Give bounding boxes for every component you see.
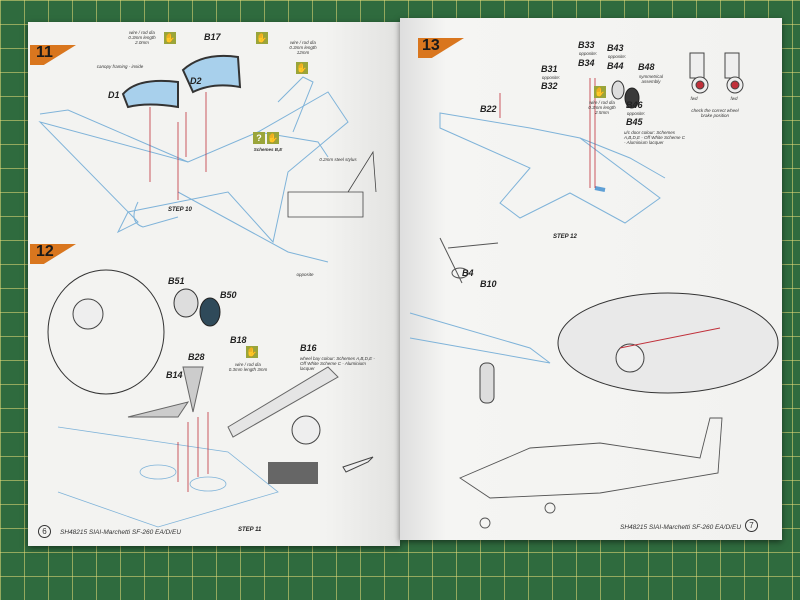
symmetrical-note: symmetrical assembly [638, 74, 663, 84]
gear-leg-drawing [127, 366, 339, 438]
part-label-b48: B48 [638, 62, 655, 72]
left-footer: SH48215 SIAI-Marchetti SF-260 EA/D/EU [60, 529, 182, 536]
hand-icon: ✋ [164, 32, 176, 44]
left-page: 11 B17 D1 D2 wire / rod dia 0.3mm length… [28, 22, 400, 546]
wire-note-1: wire / rod dia 0.3mm length 2.0mm [128, 30, 156, 45]
part-label-b34: B34 [578, 58, 595, 68]
step-10-caption: STEP 10 [168, 207, 192, 213]
part-label-b22: B22 [480, 104, 497, 114]
part-label-b44: B44 [607, 61, 624, 71]
brake-diagram [689, 52, 744, 94]
door-colour-note: u/c door colour: Schemes A,B,D,E - Off W… [624, 130, 686, 145]
opposite-label: opposite: [607, 54, 627, 59]
detail-circle [47, 269, 165, 395]
part-label-b32: B32 [541, 81, 558, 91]
part-label-b50: B50 [220, 290, 237, 300]
page-number-6: 6 [38, 525, 51, 538]
right-line-art [409, 52, 779, 529]
part-label-b46: B46 [626, 100, 643, 110]
wire-note-3: wire / rod dia 0.3mm length 3mm [228, 362, 268, 372]
schemes-note: Schemes B,E [253, 147, 283, 152]
aircraft-top-drawing [38, 76, 349, 263]
fwd-label: fwd [690, 96, 698, 101]
part-label-b14: B14 [166, 370, 183, 380]
mini-gear-base [268, 462, 318, 484]
step-12-caption: STEP 12 [553, 234, 577, 240]
question-icon: ? [253, 132, 265, 144]
wing-gear-drawing [409, 312, 551, 364]
hand-icon: ✋ [296, 62, 308, 74]
wire-note: wire / rod dia 0.3mm length 2.5mm [588, 100, 616, 115]
right-page: 13 B33 opposite: B34 B43 opposite: B44 B… [400, 18, 782, 540]
step-11-caption: STEP 11 [238, 527, 262, 533]
part-label-b18: B18 [230, 335, 247, 345]
part-label-b51: B51 [168, 276, 185, 286]
wheel-b48 [624, 87, 640, 109]
hand-icon: ✋ [267, 132, 279, 144]
part-label-b33: B33 [578, 40, 595, 50]
hand-icon: ✋ [246, 346, 258, 358]
tail-detail-drawing [287, 150, 377, 218]
part-label-b16: B16 [300, 343, 317, 353]
aircraft-side-drawing [459, 417, 723, 529]
part-label-b45: B45 [626, 117, 643, 127]
canopy-note: canopy framing - inside [96, 64, 144, 69]
part-label-b43: B43 [607, 43, 624, 53]
step-13-number: 13 [422, 37, 440, 54]
wheel-b50 [199, 297, 221, 327]
fwd-label: fwd [730, 96, 738, 101]
wing-underside-drawing [57, 426, 279, 528]
left-line-art [38, 54, 377, 528]
opposite-note: opposite [296, 272, 314, 277]
opposite-label: opposite: [578, 51, 598, 56]
wheel-bay-note: wheel bay colour: Schemes A,B,D,E - Off … [300, 356, 375, 371]
step-12-number: 12 [36, 243, 54, 260]
hand-icon: ✋ [256, 32, 268, 44]
part-label-d2: D2 [190, 76, 202, 86]
part-label-d1: D1 [108, 90, 120, 100]
page-number-7: 7 [745, 519, 758, 532]
right-footer: SH48215 SIAI-Marchetti SF-260 EA/D/EU [620, 524, 742, 531]
wheel-b44 [611, 80, 625, 100]
aircraft-underside-drawing [439, 112, 666, 224]
assembly-arrows [149, 92, 207, 200]
opposite-label: opposite: [541, 75, 561, 80]
part-label-b17: B17 [204, 32, 221, 42]
detail-oval [557, 292, 779, 394]
opposite-label: opposite: [626, 111, 646, 116]
wire-note-2: wire / rod dia 0.3mm length 12mm [289, 40, 317, 55]
wheel-b51 [173, 288, 199, 318]
brake-check-note: check the correct wheel brake position [691, 108, 739, 118]
part-label-b4: B4 [462, 268, 474, 278]
part-label-b31: B31 [541, 64, 558, 74]
hand-icon: ✋ [594, 86, 606, 98]
aerial-note: 0.2mm steel stylus [319, 157, 357, 162]
canopy-parts [121, 54, 242, 109]
part-label-b10: B10 [480, 279, 497, 289]
part-label-b28: B28 [188, 352, 205, 362]
step-11-number: 11 [36, 44, 53, 61]
